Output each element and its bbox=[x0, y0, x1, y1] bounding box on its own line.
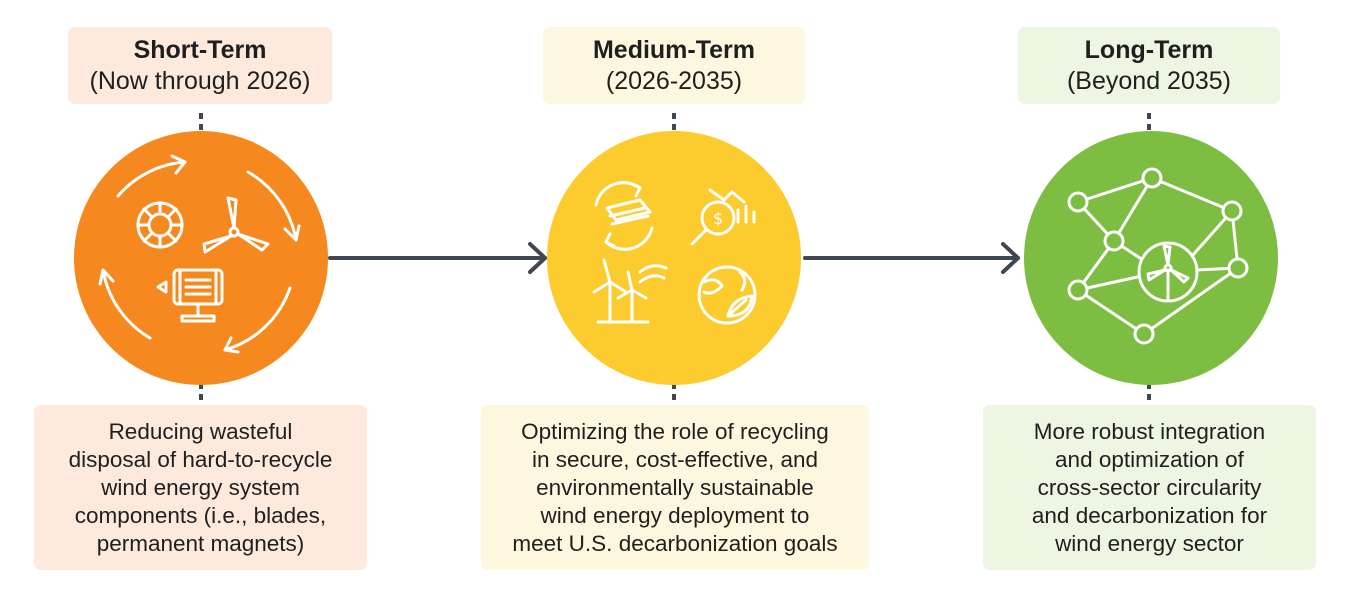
medium-term-label-box: Medium-Term (2026-2035) bbox=[543, 27, 805, 104]
medium-term-circle: $ bbox=[547, 131, 801, 385]
wind-farm-icon bbox=[592, 258, 668, 324]
wind-turbine-icon bbox=[1146, 244, 1190, 300]
long-term-description: More robust integration and optimization… bbox=[1031, 418, 1268, 556]
long-term-title: Long-Term bbox=[1084, 35, 1214, 64]
circular-arrows-icon bbox=[98, 154, 301, 354]
long-term-subtitle: (Beyond 2035) bbox=[1066, 66, 1231, 95]
medium-term-subtitle: (2026-2035) bbox=[605, 66, 743, 95]
short-term-circle bbox=[74, 131, 328, 385]
long-term-description-box: More robust integration and optimization… bbox=[983, 405, 1316, 570]
cost-magnifier-icon: $ bbox=[690, 188, 756, 246]
arrow-short-to-medium bbox=[328, 242, 547, 274]
bearing-ring-icon bbox=[136, 201, 184, 249]
recycle-layers-icon bbox=[594, 181, 654, 251]
short-term-label-box: Short-Term (Now through 2026) bbox=[68, 27, 332, 104]
earth-leaf-icon bbox=[697, 265, 757, 325]
short-term-description-box: Reducing wasteful disposal of hard-to-re… bbox=[34, 405, 367, 570]
arrow-medium-to-long bbox=[803, 242, 1020, 274]
medium-term-title: Medium-Term bbox=[592, 35, 756, 64]
motor-icon bbox=[156, 268, 224, 323]
short-term-description: Reducing wasteful disposal of hard-to-re… bbox=[68, 418, 333, 556]
long-term-label-box: Long-Term (Beyond 2035) bbox=[1018, 27, 1280, 104]
wind-turbine-icon bbox=[202, 196, 270, 254]
medium-term-description-box: Optimizing the role of recycling in secu… bbox=[481, 405, 869, 570]
long-term-circle bbox=[1024, 131, 1278, 385]
short-term-subtitle: (Now through 2026) bbox=[89, 66, 311, 95]
short-term-title: Short-Term bbox=[133, 35, 267, 64]
dollar-glyph-icon: $ bbox=[713, 209, 723, 228]
medium-term-description: Optimizing the role of recycling in secu… bbox=[512, 418, 838, 556]
